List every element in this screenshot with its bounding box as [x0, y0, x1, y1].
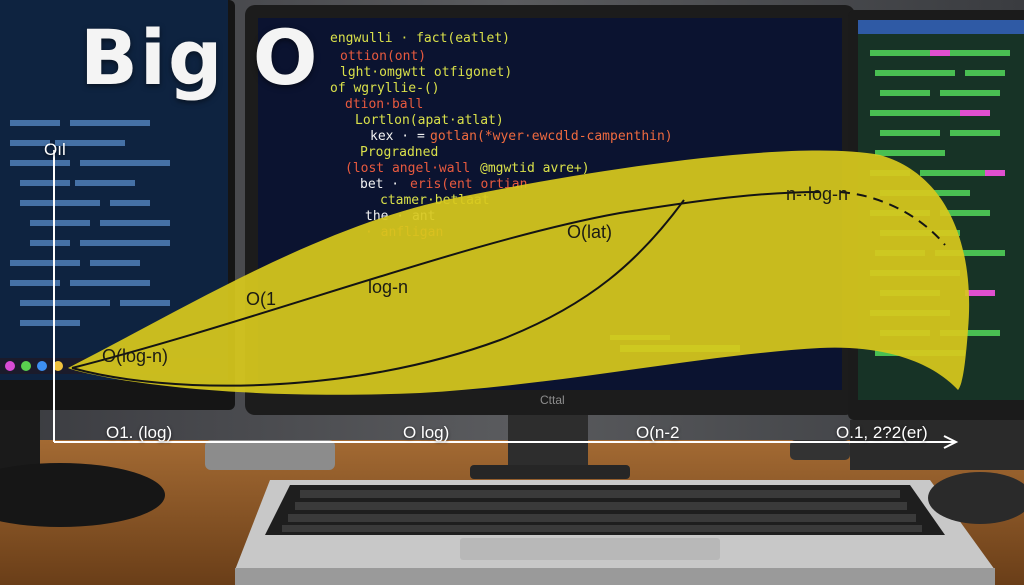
- curve-exponential: [71, 199, 685, 387]
- svg-text:engwulli · fact(eatlet): engwulli · fact(eatlet): [330, 31, 510, 46]
- chart-axes: [53, 150, 959, 449]
- yellow-area: [68, 150, 970, 395]
- y-axis-label: Oıl: [44, 140, 66, 159]
- curve-label-olog-n: O(log-n): [102, 346, 169, 366]
- svg-text:@mgwtid avre+): @mgwtid avre+): [480, 161, 590, 176]
- x-axis-label-2: O log): [403, 423, 450, 442]
- complexity-curves: [71, 191, 946, 387]
- laptop-keyboard-icon: [235, 480, 995, 585]
- svg-text:of wgryllie-(): of wgryllie-(): [330, 81, 440, 96]
- curve-label-o1: O(1: [246, 289, 277, 309]
- left-monitor-icon: [0, 0, 235, 527]
- svg-text:Lortlon(apat·atlat): Lortlon(apat·atlat): [355, 113, 504, 128]
- svg-text:gotlan(*wyer·ewcdld-campenthin: gotlan(*wyer·ewcdld-campenthin): [430, 129, 673, 144]
- x-axis-label-4: O.1, 2?2(er): [836, 423, 928, 442]
- speaker-icon: [205, 440, 335, 470]
- curve-label-olat: O(lat): [567, 222, 612, 242]
- curve-label-log-n: log-n: [368, 277, 409, 297]
- mouse-icon: [928, 472, 1024, 524]
- svg-text:bet ·: bet ·: [360, 177, 399, 192]
- svg-text:kex · =: kex · =: [370, 129, 425, 144]
- svg-text:ottion(ont): ottion(ont): [340, 49, 426, 64]
- monitor-badge: Cttal: [540, 393, 565, 407]
- svg-text:(lost angel·wall: (lost angel·wall: [345, 161, 470, 176]
- svg-text:dtion·ball: dtion·ball: [345, 97, 423, 112]
- x-axis-label-1: O1. (log): [106, 423, 173, 442]
- svg-text:eris(ent ortian: eris(ent ortian: [410, 177, 527, 192]
- curve-label-n-log-n: n-·log-n: [786, 184, 849, 204]
- x-axis-label-3: O(n-2: [636, 423, 680, 442]
- curve-n-log-n: [71, 191, 821, 369]
- svg-text:lght·omgwtt otfigonet): lght·omgwtt otfigonet): [340, 65, 512, 80]
- curve-n-log-n-dashed: [839, 191, 946, 246]
- page-title: Big O: [80, 13, 320, 102]
- svg-text:Progradned: Progradned: [360, 145, 438, 160]
